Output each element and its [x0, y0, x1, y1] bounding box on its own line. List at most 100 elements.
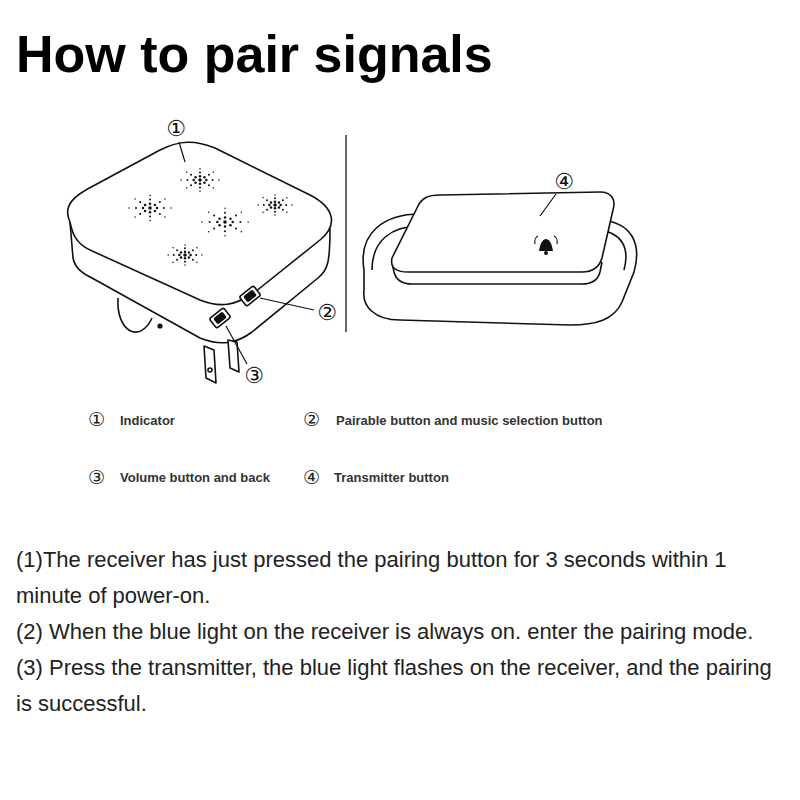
speaker-dot — [218, 224, 221, 227]
speaker-dot — [192, 259, 194, 261]
speaker-dot — [291, 204, 293, 206]
step-text: (2) When the blue light on the receiver … — [16, 614, 788, 650]
speaker-dot — [164, 198, 166, 200]
speaker-dot — [173, 254, 175, 256]
speaker-dot — [199, 183, 202, 186]
transmitter-button — [392, 192, 614, 272]
speaker-dot — [235, 228, 237, 230]
speaker-dot — [229, 217, 232, 220]
speaker-dot — [188, 256, 191, 259]
speaker-dot — [282, 209, 284, 211]
speaker-dot — [149, 203, 152, 206]
legend-text: Pairable button and music selection butt… — [336, 414, 603, 427]
legend-number: ② — [303, 410, 320, 429]
speaker-dot — [184, 250, 187, 253]
speaker-dot — [263, 204, 265, 206]
speaker-dot — [235, 214, 237, 216]
speaker-dot — [229, 224, 232, 227]
speaker-dot — [190, 184, 192, 186]
speaker-dot — [203, 181, 206, 184]
speaker-dot — [198, 178, 202, 182]
speaker-dot — [176, 259, 178, 261]
speaker-dot — [164, 216, 166, 218]
speaker-dot — [186, 187, 188, 189]
speaker-dot — [199, 187, 201, 189]
speaker-dot — [274, 207, 277, 210]
speaker-dot — [270, 206, 273, 209]
speaker-dot — [224, 235, 226, 237]
speaker-dot — [273, 203, 277, 207]
speaker-dot — [194, 181, 197, 184]
speaker-dot — [183, 253, 187, 257]
speaker-dot — [224, 212, 226, 214]
step-text: (3) Press the transmitter, the blue ligh… — [16, 650, 788, 722]
speaker-dot — [241, 231, 243, 233]
speaker-dot — [149, 195, 151, 197]
speaker-dot — [279, 204, 282, 207]
speaker-dot — [199, 191, 201, 193]
speaker-dot — [172, 247, 174, 249]
speaker-dot — [208, 184, 210, 186]
speaker-dot — [241, 211, 243, 213]
speaker-dot — [274, 200, 277, 203]
speaker-dot — [172, 261, 174, 263]
speaker-dot — [180, 179, 182, 181]
speaker-dot — [201, 254, 203, 256]
speaker-dot — [154, 210, 157, 213]
speaker-dot — [208, 231, 210, 233]
speaker-dot — [149, 211, 152, 214]
speaker-dot — [199, 171, 201, 173]
speaker-dot — [184, 261, 186, 263]
speaker-dot — [186, 171, 188, 173]
speaker-dot — [154, 204, 157, 207]
speaker-dot — [224, 225, 227, 228]
speaker-dot — [201, 221, 203, 223]
speaker-dot — [148, 206, 152, 210]
speaker-dot — [278, 201, 281, 204]
speaker-dot — [199, 175, 202, 178]
speaker-dot — [266, 199, 268, 201]
speaker-dot — [184, 257, 187, 260]
speaker-dot — [180, 256, 183, 259]
speaker-dot — [159, 213, 161, 215]
speaker-dot — [224, 230, 226, 232]
legend-text: Transmitter button — [334, 471, 449, 484]
speaker-dot — [274, 214, 276, 216]
speaker-dot — [285, 204, 287, 206]
speaker-dot — [262, 211, 264, 213]
speaker-dot — [189, 254, 192, 257]
speaker-dot — [213, 214, 215, 216]
speaker-dot — [274, 194, 276, 196]
callout-number: ① — [166, 118, 186, 140]
receiver-hole — [158, 324, 162, 328]
callout-number: ② — [317, 302, 337, 324]
steps: (1)The receiver has just pressed the pai… — [16, 542, 788, 722]
leader-line — [179, 142, 185, 162]
speaker-dot — [278, 206, 281, 209]
leader-lines — [179, 142, 556, 364]
speaker-dot — [139, 201, 141, 203]
speaker-dot — [231, 221, 234, 224]
speaker-dot — [149, 220, 151, 222]
speaker-dot — [274, 211, 276, 213]
speaker-dot — [186, 179, 188, 181]
speaker-dot — [203, 176, 206, 179]
legend-number: ① — [88, 410, 105, 429]
speaker-dot — [239, 221, 241, 223]
speaker-dot — [286, 211, 288, 213]
plug-prong — [228, 340, 239, 372]
speaker-dot — [134, 216, 136, 218]
speaker-dot — [156, 207, 159, 210]
receiver-top — [68, 142, 332, 304]
speaker-dot — [213, 228, 215, 230]
speaker-dot — [218, 179, 220, 181]
speaker-dot — [257, 204, 259, 206]
title: How to pair signals — [16, 26, 493, 83]
speaker-dot — [199, 168, 201, 170]
speaker-dot — [176, 249, 178, 251]
speaker-dot — [270, 201, 273, 204]
plug-prong — [204, 346, 216, 383]
speaker-dot — [268, 204, 271, 207]
speaker-dot — [144, 204, 147, 207]
speaker-dot — [163, 207, 165, 209]
